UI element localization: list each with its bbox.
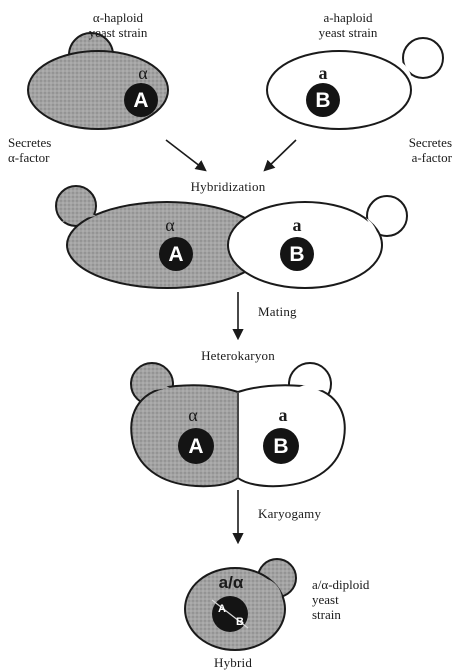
hybridization-alpha-nucleus: A	[159, 237, 193, 271]
heterokaryon-a-nucleus: B	[263, 428, 299, 464]
heterokaryon-a-symbol: a	[279, 405, 288, 425]
alpha-symbol: α	[138, 63, 148, 83]
heterokaryon-alpha-nucleus: A	[178, 428, 214, 464]
a-secretes-label: Secretes a-factor	[362, 135, 452, 165]
hybrid-label: Hybrid	[188, 655, 278, 670]
alpha-strain-title: α-haploid yeast strain	[58, 10, 178, 40]
alpha-nucleus-letter: A	[133, 89, 148, 112]
heterokaryon-label: Heterokaryon	[178, 348, 298, 363]
diploid-strain-label: a/α-diploid yeast strain	[312, 577, 422, 622]
hybridization-a-nucleus: B	[280, 237, 314, 271]
svg-text:B: B	[289, 243, 304, 266]
heterokaryon-alpha-symbol: α	[188, 405, 198, 425]
hybridization-alpha-symbol: α	[165, 215, 175, 235]
svg-text:B: B	[273, 435, 288, 458]
hybrid-nucleus-B: B	[236, 616, 244, 628]
alpha-secretes-label: Secretes α-factor	[8, 135, 98, 165]
arrow-from-alpha	[166, 140, 205, 170]
svg-text:A: A	[168, 243, 183, 266]
hybrid-nucleus: A B	[212, 596, 248, 632]
arrow-from-a	[265, 140, 296, 170]
alpha-nucleus: A	[124, 83, 158, 117]
hybridization-a-cell	[228, 196, 407, 288]
svg-text:A: A	[188, 435, 203, 458]
a-strain-title: a-haploid yeast strain	[288, 10, 408, 40]
hybrid-nucleus-A: A	[218, 603, 226, 615]
a-nucleus-letter: B	[315, 89, 330, 112]
hybridization-a-symbol: a	[293, 215, 302, 235]
karyogamy-label: Karyogamy	[258, 506, 348, 521]
hybridization-label: Hybridization	[168, 179, 288, 194]
a-symbol: a	[319, 63, 328, 83]
a-haploid-cell	[267, 38, 443, 129]
mating-label: Mating	[258, 304, 318, 319]
heterokaryon-cell	[131, 363, 345, 486]
hybrid-diploid-symbol: a/α	[219, 573, 244, 592]
a-nucleus: B	[306, 83, 340, 117]
